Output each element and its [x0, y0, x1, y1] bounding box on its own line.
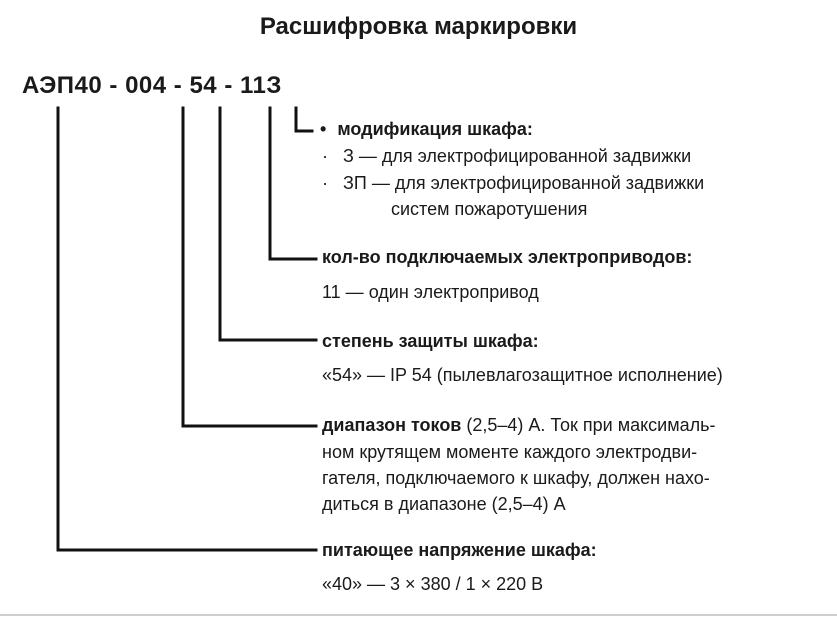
connector-modification: [294, 106, 314, 133]
connector-protection: [218, 106, 318, 342]
connector-drives: [268, 106, 318, 261]
current-heading: диапазон токов: [322, 415, 462, 435]
current-heading-line: диапазон токов (2,5–4) А. Ток при максим…: [322, 415, 716, 435]
current-line: гателя, подключаемого к шкафу, должен на…: [322, 468, 710, 488]
modification-heading: • модификация шкафа:: [320, 119, 533, 139]
connector-current: [181, 106, 318, 428]
modification-item: · З — для электрофицированной задвижки: [322, 146, 692, 166]
modification-continuation: систем пожаротушения: [391, 199, 588, 219]
protection-heading: степень защиты шкафа:: [322, 331, 539, 351]
drives-line: 11 — один электропривод: [322, 282, 539, 302]
voltage-heading: питающее напряжение шкафа:: [322, 540, 597, 560]
bullet-icon: •: [320, 119, 327, 139]
small-bullet-icon: ·: [322, 173, 328, 193]
protection-line: «54» — IP 54 (пылевлагозащитное исполнен…: [322, 365, 723, 385]
current-line: ном крутящем моменте каждого электродви-: [322, 442, 698, 462]
small-bullet-icon: ·: [322, 146, 328, 166]
marking-code: АЭП40 - 004 - 54 - 11З: [22, 72, 282, 99]
current-line: диться в диапазоне (2,5–4) А: [322, 494, 566, 514]
voltage-line: «40» — 3 × 380 / 1 × 220 В: [322, 574, 544, 594]
modification-item: · ЗП — для электрофицированной задвижки: [322, 173, 705, 193]
connector-voltage: [56, 106, 318, 552]
drives-heading: кол-во подключаемых электроприводов:: [322, 247, 693, 267]
bottom-divider: [0, 614, 837, 616]
page-title: Расшифровка маркировки: [259, 13, 578, 40]
